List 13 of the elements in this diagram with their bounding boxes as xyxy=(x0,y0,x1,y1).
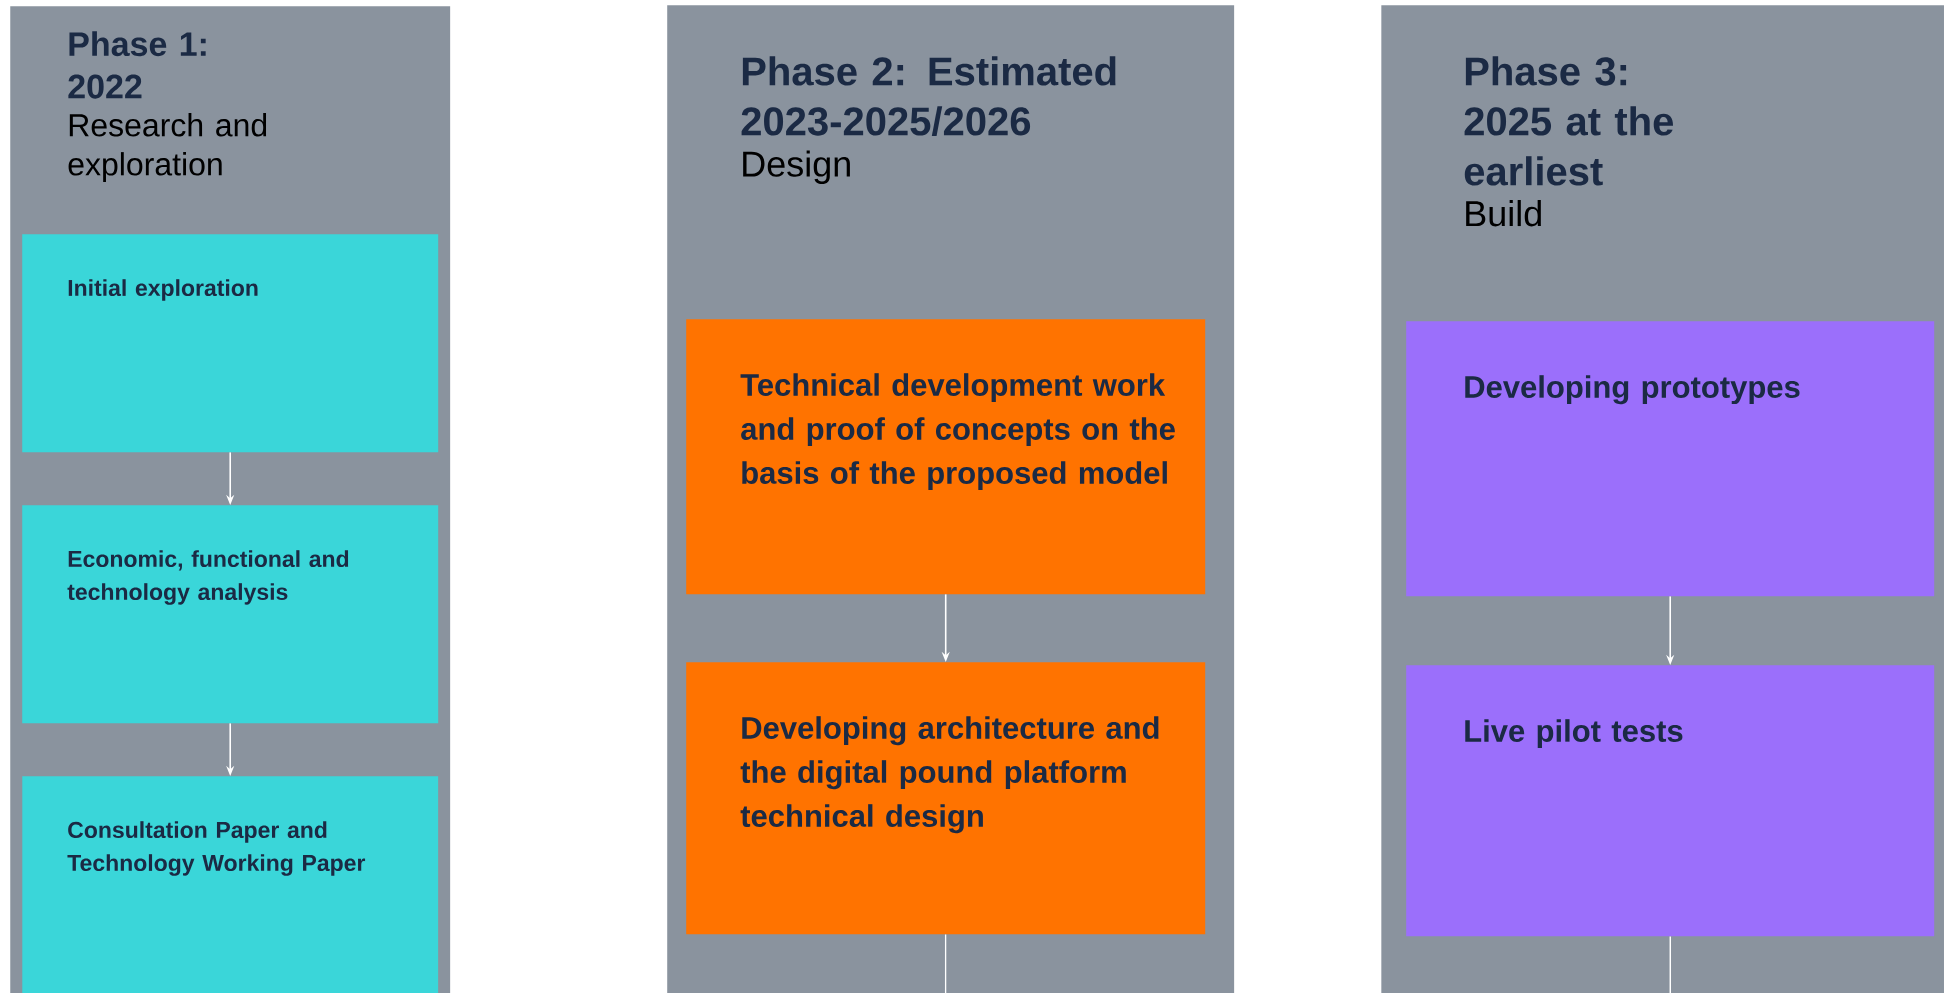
phase-subtitle: Research and exploration xyxy=(68,113,267,182)
process-box: Developing architecture and the digital pound platform technical design xyxy=(686,662,1206,935)
process-box: Initial exploration xyxy=(22,234,439,453)
phase-title: Phase 2: Estimated 2023-2025/2026 xyxy=(741,56,1116,136)
phase-subtitle: Build xyxy=(1466,200,1541,227)
process-box: Live pilot tests xyxy=(1406,665,1935,937)
phase-subtitle: Design xyxy=(743,150,850,184)
process-box: Consultation Paper and Technology Working Paper xyxy=(22,776,439,993)
phase-title: Phase 3: 2025 at the earliest xyxy=(1464,56,1673,186)
process-box: Economic, functional and technology analysis xyxy=(22,505,439,724)
phase-title: Phase 1: 2022 xyxy=(68,31,206,99)
process-box: Technical development work and proof of concepts on the basis of the proposed model xyxy=(686,319,1206,595)
process-box: Developing prototypes xyxy=(1406,321,1935,597)
